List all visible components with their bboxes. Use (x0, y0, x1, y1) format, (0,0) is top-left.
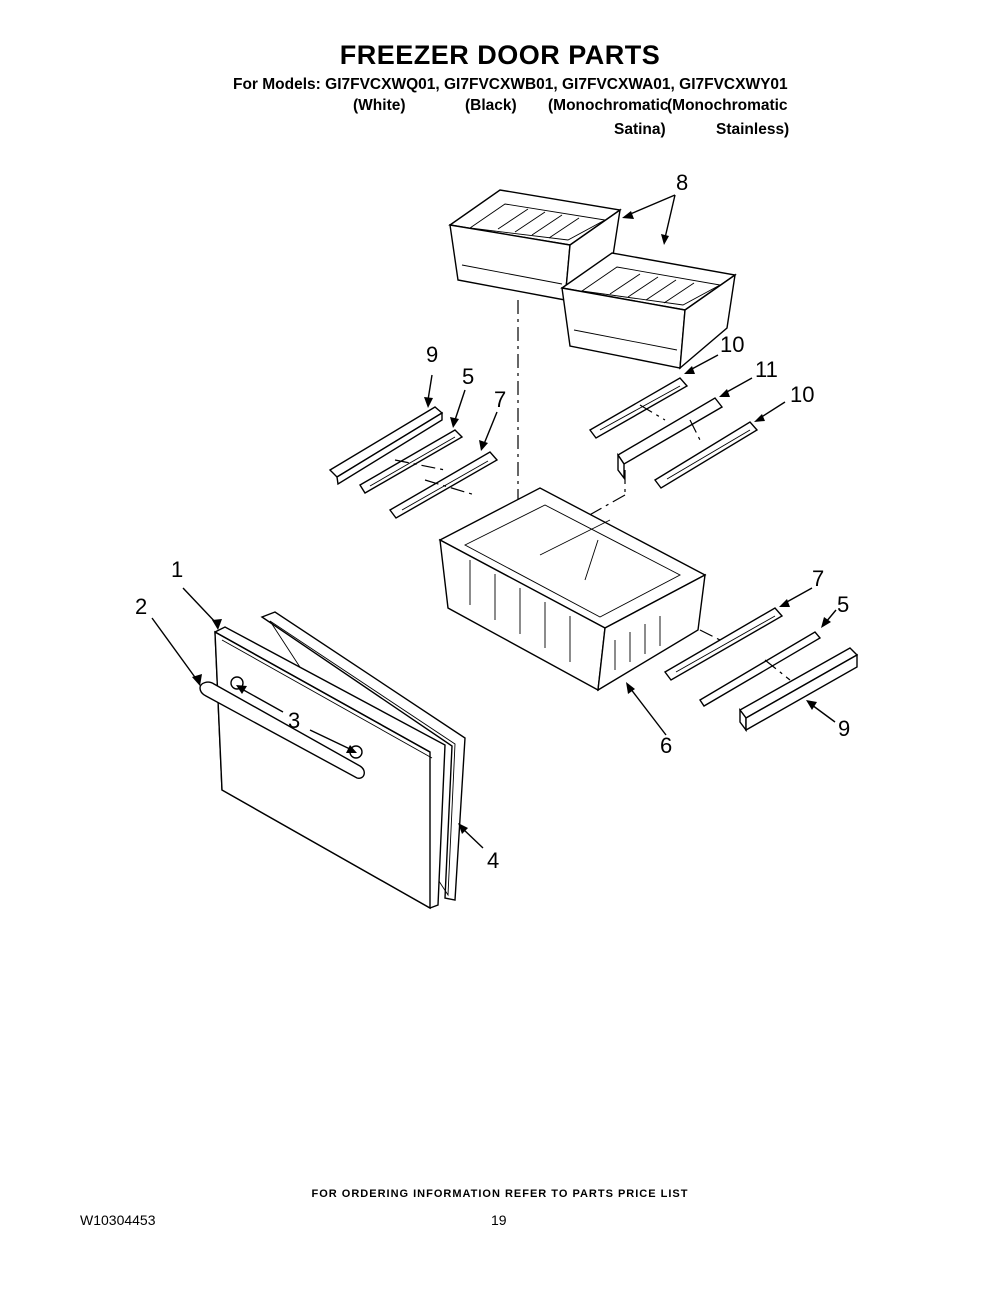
models-line: For Models: GI7FVCXWQ01, GI7FVCXWB01, GI… (233, 76, 788, 93)
slide-rail-right (699, 631, 822, 707)
callout-7-right: 7 (812, 566, 825, 591)
variant-mono-stainless-line1: (Monochromatic (667, 97, 788, 114)
slide-rail-drawer-right (663, 607, 784, 681)
variant-mono-satina-line2: Satina) (614, 121, 666, 138)
page-title: FREEZER DOOR PARTS (339, 40, 661, 70)
callout-5-left: 5 (462, 364, 475, 389)
callout-3: 3 (288, 708, 301, 733)
slide-rail-left (359, 429, 464, 494)
callout-2: 2 (135, 594, 148, 619)
upper-basket-left (448, 189, 622, 302)
callout-5-right: 5 (837, 592, 850, 617)
callout-11: 11 (755, 357, 778, 382)
page-number: 19 (491, 1212, 507, 1228)
variant-white: (White) (353, 97, 406, 114)
callout-10-upper: 10 (720, 332, 745, 357)
callout-9-right: 9 (838, 716, 851, 741)
slide-rail-upper-right-2 (653, 421, 759, 489)
variant-mono-satina-line1: (Monochromatic (548, 97, 669, 114)
callout-7-left: 7 (494, 387, 507, 412)
callout-6: 6 (660, 733, 673, 758)
callout-10-lower: 10 (790, 382, 815, 407)
slide-rail-upper-right-center (617, 397, 724, 481)
callout-9-left: 9 (426, 342, 439, 367)
callout-8: 8 (676, 170, 689, 195)
callout-1: 1 (171, 557, 184, 582)
slide-rail-upper-right-1 (588, 377, 689, 439)
callout-4: 4 (487, 848, 500, 873)
upper-basket-right (560, 252, 737, 370)
door-panel (214, 626, 446, 910)
slide-rail-cover-left (328, 406, 444, 486)
variant-black: (Black) (465, 97, 517, 114)
leader-lines (151, 194, 837, 849)
freezer-basket-main (438, 487, 707, 692)
ordering-note: FOR ORDERING INFORMATION REFER TO PARTS … (311, 1188, 689, 1200)
variant-mono-stainless-line2: Stainless) (716, 121, 790, 138)
document-number: W10304453 (80, 1212, 156, 1228)
slide-rail-cover-right (738, 647, 859, 733)
